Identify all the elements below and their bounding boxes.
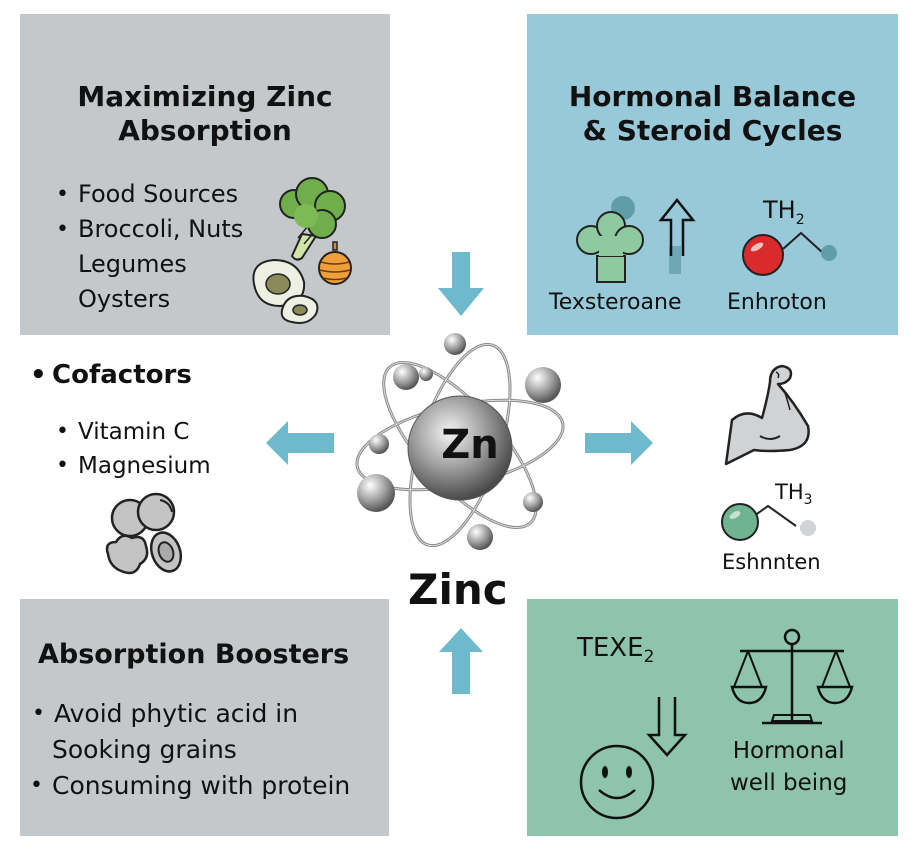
up-arrow-icon [658, 197, 696, 274]
electron [357, 474, 395, 512]
formula-base: TH [775, 480, 804, 504]
caption-texsteroane: Texsteroane [549, 290, 682, 315]
electron [419, 367, 433, 381]
food-list: Food Sources Broccoli, Nuts Legumes Oyst… [56, 177, 243, 317]
avocado-icon [252, 258, 319, 324]
arrow-down [438, 252, 484, 316]
formula-base: TEXE [577, 633, 644, 663]
electron [444, 333, 466, 355]
list-item: Broccoli, Nuts [56, 212, 243, 247]
electron [369, 434, 389, 454]
list-item: Consuming with protein [30, 768, 350, 804]
broccoli-icon [576, 196, 644, 283]
zinc-label: Zinc [408, 565, 508, 614]
molecule-icon [721, 503, 816, 541]
panel-title: Absorption Boosters [38, 639, 350, 670]
panel-maximizing-absorption: Maximizing Zinc Absorption Food Sources … [20, 14, 390, 335]
formula-th3: TH3 [775, 480, 813, 508]
cofactors-title: Cofactors [30, 360, 192, 390]
list-item: Avoid phytic acid in [32, 696, 350, 732]
list-item: Oysters [78, 285, 171, 313]
caption-eshnnten: Eshnnten [722, 550, 821, 574]
panel-hormonal-wellbeing: TEXE2 Hormonal well being [527, 599, 898, 836]
arrow-right [585, 421, 653, 465]
panel-title: Maximizing Zinc Absorption [20, 80, 390, 147]
zinc-atom-icon [355, 333, 565, 550]
electron [525, 367, 561, 403]
list-item: Vitamin C [56, 415, 211, 449]
formula-subscript: 2 [795, 211, 805, 228]
electron [467, 524, 493, 550]
formula-texe2: TEXE2 [577, 633, 654, 667]
formula-subscript: 3 [803, 492, 813, 509]
title-line-1: Hormonal Balance [568, 80, 857, 113]
caption-hormonal-wellbeing: Hormonal well being [730, 735, 847, 799]
panel-hormonal-balance: Hormonal Balance & Steroid Cycles TH2 Te… [527, 14, 898, 335]
list-item: Legumes [78, 250, 187, 278]
zinc-symbol: Zn [441, 422, 499, 468]
caption-line-2: well being [730, 770, 848, 796]
molecule-icon [742, 231, 837, 276]
caption-line-1: Hormonal [732, 738, 845, 764]
down-arrow-icon [646, 697, 688, 757]
orange-nut-icon [318, 241, 352, 285]
title-line-2: & Steroid Cycles [582, 113, 843, 147]
balance-scale-icon [730, 628, 854, 725]
title-line-1: Maximizing Zinc [77, 80, 333, 113]
formula-subscript: 2 [643, 647, 655, 668]
cofactors-list: Vitamin C Magnesium [56, 415, 211, 483]
electron [393, 364, 419, 390]
list-item: Sooking grains [52, 735, 237, 764]
formula-th2: TH2 [763, 196, 805, 228]
list-item: Food Sources [56, 177, 243, 212]
flexed-bicep-icon [724, 364, 810, 466]
boosters-list: Avoid phytic acid in Sooking grains Cons… [30, 696, 350, 804]
arrow-left [266, 421, 334, 465]
list-item: Magnesium [56, 449, 211, 483]
arrow-up [439, 628, 483, 694]
cells-icon [105, 492, 183, 575]
formula-base: TH [763, 196, 796, 224]
caption-enhroton: Enhroton [727, 290, 827, 315]
broccoli-icon [279, 177, 346, 261]
title-line-2: Absorption [118, 113, 292, 147]
electron [523, 492, 543, 512]
panel-title: Hormonal Balance & Steroid Cycles [527, 80, 898, 147]
smiley-icon [579, 744, 655, 820]
